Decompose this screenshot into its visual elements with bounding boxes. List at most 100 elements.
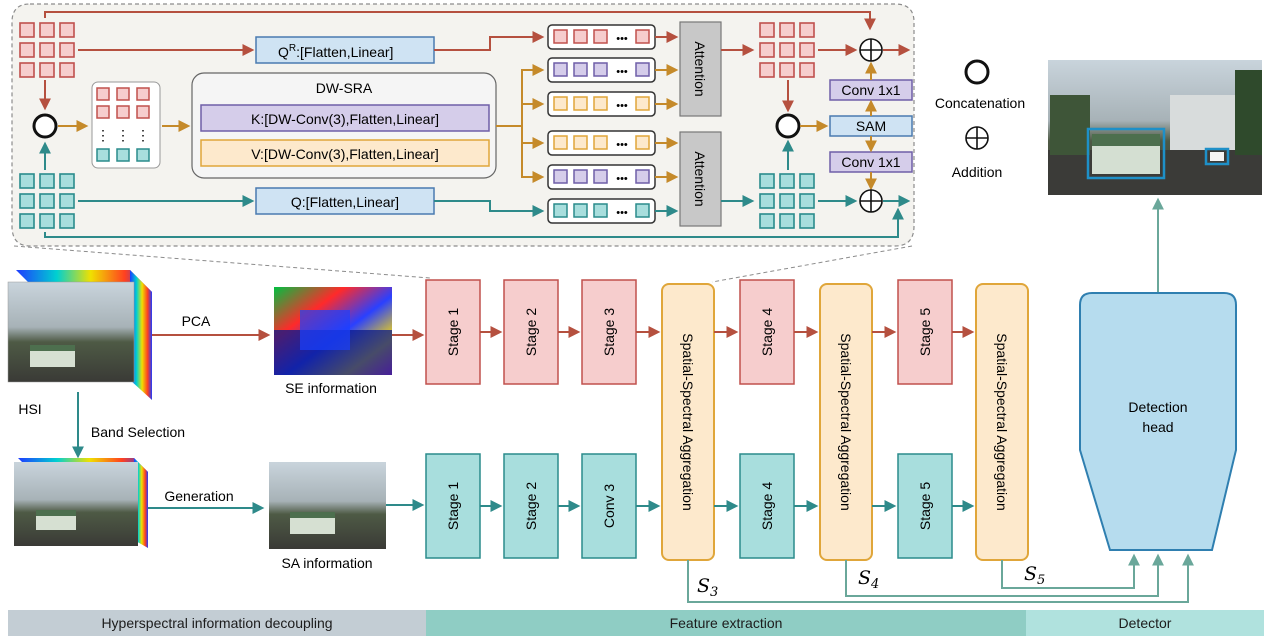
sa-information-label: SA information bbox=[281, 555, 372, 571]
aggregation-block-1: Spatial-Spectral Aggregation bbox=[661, 283, 715, 561]
diagram-canvas: ⋮ ⋮ ⋮ QR:[Flatten,Linear] DW-SRA K:[DW-C… bbox=[7, 3, 1262, 603]
vdots: ⋮ bbox=[136, 127, 150, 143]
vdots: ⋮ bbox=[116, 127, 130, 143]
sa-stage-label: Stage 4 bbox=[759, 482, 775, 530]
legend-concatenation: Concatenation bbox=[935, 95, 1025, 111]
sam-label: SAM bbox=[856, 118, 886, 134]
teal-token-grid-left bbox=[19, 173, 75, 229]
band-selection-label: Band Selection bbox=[91, 424, 185, 440]
attention-block-top: Attention bbox=[679, 21, 722, 117]
dots: ••• bbox=[616, 173, 628, 185]
phase-bar: Hyperspectral information decoupling Fea… bbox=[8, 610, 1264, 636]
sa-stage-label: Stage 5 bbox=[917, 482, 933, 530]
scale-label-s5: S5 bbox=[1024, 563, 1045, 588]
red-token-grid-right bbox=[759, 22, 815, 78]
sa-stage-4: Stage 4 bbox=[739, 453, 795, 559]
conv1x1-bottom-label: Conv 1x1 bbox=[841, 154, 900, 170]
sa-stage-1: Stage 1 bbox=[425, 453, 481, 559]
dw-sra-title: DW-SRA bbox=[316, 80, 373, 96]
se-stage-label: Stage 1 bbox=[445, 308, 461, 356]
se-information-label: SE information bbox=[285, 380, 377, 396]
bus-bounding-box bbox=[1086, 127, 1166, 180]
detection-head: Detection head bbox=[1079, 292, 1237, 551]
token-row-v1: ••• bbox=[547, 91, 656, 117]
v-box bbox=[200, 139, 490, 167]
se-stage-3: Stage 3 bbox=[581, 279, 637, 385]
detection-head-label-line2: head bbox=[1142, 419, 1173, 435]
se-stage-label: Stage 4 bbox=[759, 308, 775, 356]
se-stage-4: Stage 4 bbox=[739, 279, 795, 385]
car-bounding-box bbox=[1204, 147, 1230, 166]
dots: ••• bbox=[616, 33, 628, 45]
concat-circle-left bbox=[32, 113, 58, 139]
scale-label-s4: S4 bbox=[858, 567, 879, 592]
conv1x1-top-label: Conv 1x1 bbox=[841, 82, 900, 98]
conv1x1-bottom-box: Conv 1x1 bbox=[829, 151, 913, 173]
detection-result-image bbox=[1048, 60, 1262, 195]
aggregation-block-2: Spatial-Spectral Aggregation bbox=[819, 283, 873, 561]
attention-label: Attention bbox=[692, 151, 708, 206]
se-stage-1: Stage 1 bbox=[425, 279, 481, 385]
se-information-image bbox=[274, 287, 392, 375]
dots: ••• bbox=[616, 66, 628, 78]
sa-information-image bbox=[269, 462, 386, 549]
scale-label-s3: S3 bbox=[697, 575, 718, 600]
conv1x1-top-box: Conv 1x1 bbox=[829, 79, 913, 101]
se-stage-2: Stage 2 bbox=[503, 279, 559, 385]
qr-label: QR:[Flatten,Linear] bbox=[278, 43, 393, 60]
phase-feature-extraction: Feature extraction bbox=[426, 610, 1026, 636]
se-stage-label: Stage 3 bbox=[601, 308, 617, 356]
token-row-v2: ••• bbox=[547, 130, 656, 156]
hsi-cube: HSI bbox=[7, 270, 152, 417]
addition-circle-bottom bbox=[859, 189, 883, 213]
attention-label: Attention bbox=[692, 41, 708, 96]
q-label: Q:[Flatten,Linear] bbox=[291, 194, 399, 210]
aggregation-block-3: Spatial-Spectral Aggregation bbox=[975, 283, 1029, 561]
dots: ••• bbox=[616, 100, 628, 112]
k-box bbox=[200, 104, 490, 132]
v-label: V:[DW-Conv(3),Flatten,Linear] bbox=[251, 146, 439, 162]
dots: ••• bbox=[616, 139, 628, 151]
phase-decoupling: Hyperspectral information decoupling bbox=[8, 610, 426, 636]
sa-stage-label: Stage 2 bbox=[523, 482, 539, 530]
q-flatten-linear-box: Q:[Flatten,Linear] bbox=[255, 187, 435, 215]
aggregation-label: Spatial-Spectral Aggregation bbox=[680, 333, 696, 510]
dots: ••• bbox=[616, 207, 628, 219]
se-stage-5: Stage 5 bbox=[897, 279, 953, 385]
token-row-k2: ••• bbox=[547, 164, 656, 190]
k-label: K:[DW-Conv(3),Flatten,Linear] bbox=[251, 111, 439, 127]
token-row-qr: ••• bbox=[547, 24, 656, 50]
pca-label: PCA bbox=[182, 313, 211, 329]
band-selected-cube bbox=[14, 458, 148, 548]
vdots: ⋮ bbox=[96, 127, 110, 143]
sa-stage-label: Stage 1 bbox=[445, 482, 461, 530]
token-row-k1: ••• bbox=[547, 57, 656, 83]
concat-circle-right bbox=[775, 113, 801, 139]
red-token-grid-left bbox=[19, 22, 75, 78]
hsi-label: HSI bbox=[18, 401, 41, 417]
concatenation-icon bbox=[964, 59, 990, 85]
sa-stage-label: Conv 3 bbox=[601, 484, 617, 529]
attention-block-bottom: Attention bbox=[679, 131, 722, 227]
addition-circle-top bbox=[859, 38, 883, 62]
token-row-q: ••• bbox=[547, 198, 656, 224]
generation-label: Generation bbox=[164, 488, 233, 504]
sam-box: SAM bbox=[829, 115, 913, 137]
dw-sra-inset: ⋮ ⋮ ⋮ QR:[Flatten,Linear] DW-SRA K:[DW-C… bbox=[11, 3, 915, 283]
sa-stage-5: Stage 5 bbox=[897, 453, 953, 559]
detection-head-label-line1: Detection bbox=[1128, 399, 1187, 415]
addition-icon bbox=[965, 126, 989, 150]
qr-flatten-linear-box: QR:[Flatten,Linear] bbox=[255, 36, 435, 64]
sa-stage-2: Stage 2 bbox=[503, 453, 559, 559]
se-stage-label: Stage 2 bbox=[523, 308, 539, 356]
sa-stage-3: Conv 3 bbox=[581, 453, 637, 559]
aggregation-label: Spatial-Spectral Aggregation bbox=[838, 333, 854, 510]
se-stage-label: Stage 5 bbox=[917, 308, 933, 356]
mixed-token-panel: ⋮ ⋮ ⋮ bbox=[91, 81, 161, 169]
legend-addition: Addition bbox=[952, 164, 1003, 180]
aggregation-label: Spatial-Spectral Aggregation bbox=[994, 333, 1010, 510]
teal-token-grid-right bbox=[759, 173, 815, 229]
legend: Concatenation Addition bbox=[935, 59, 1025, 180]
phase-detector: Detector bbox=[1026, 610, 1264, 636]
